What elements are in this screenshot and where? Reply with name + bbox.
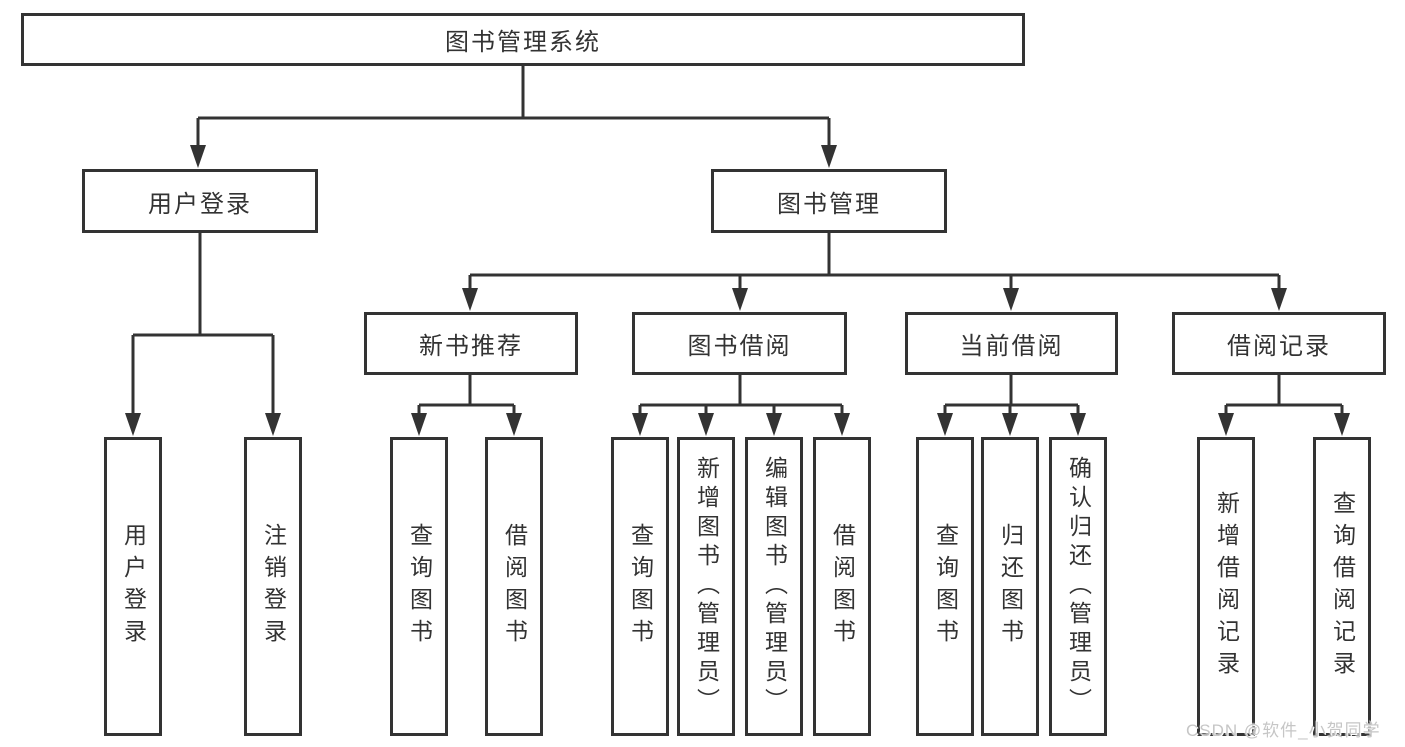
node-library-system-root: 图书管理系统 (21, 13, 1025, 66)
node-add-borrow-record: 新增借阅记录 (1197, 437, 1255, 736)
connector-recommend-to-leaves (411, 375, 522, 436)
connector-login-to-leaves (125, 233, 281, 436)
node-book-management: 图书管理 (711, 169, 947, 233)
node-query-borrow-record: 查询借阅记录 (1313, 437, 1371, 736)
arrowhead (462, 288, 478, 311)
arrowhead (632, 413, 648, 436)
connector-borrow-to-leaves (632, 375, 850, 436)
arrowhead (190, 145, 206, 168)
arrowhead (1218, 413, 1234, 436)
connector-records-to-leaves (1218, 375, 1350, 436)
node-borrow-records: 借阅记录 (1172, 312, 1386, 375)
node-return-books: 归还图书 (981, 437, 1039, 736)
arrowhead (698, 413, 714, 436)
arrowhead (766, 413, 782, 436)
connector-current-to-leaves (937, 375, 1086, 436)
node-user-login-leaf: 用户登录 (104, 437, 162, 736)
arrowhead (821, 145, 837, 168)
arrowhead (1334, 413, 1350, 436)
arrowhead (1070, 413, 1086, 436)
connector-root-to-level2 (190, 66, 837, 168)
csdn-watermark: CSDN @软件_小贺同学 (1186, 721, 1381, 740)
connector-mgmt-to-level3 (462, 233, 1287, 311)
node-book-borrow: 图书借阅 (632, 312, 847, 375)
node-confirm-return-admin: 确认归还（管理员） (1049, 437, 1107, 736)
node-query-books-recommend: 查询图书 (390, 437, 448, 736)
arrowhead (506, 413, 522, 436)
arrowhead (834, 413, 850, 436)
node-edit-books-admin: 编辑图书（管理员） (745, 437, 803, 736)
arrowhead (1003, 288, 1019, 311)
node-new-book-recommend: 新书推荐 (364, 312, 578, 375)
node-query-books-borrow: 查询图书 (611, 437, 669, 736)
node-user-login: 用户登录 (82, 169, 318, 233)
arrowhead (265, 413, 281, 436)
node-add-books-admin: 新增图书（管理员） (677, 437, 735, 736)
node-query-books-current: 查询图书 (916, 437, 974, 736)
arrowhead (937, 413, 953, 436)
arrowhead (411, 413, 427, 436)
arrowhead (125, 413, 141, 436)
arrowhead (1271, 288, 1287, 311)
arrowhead (732, 288, 748, 311)
arrowhead (1002, 413, 1018, 436)
node-logout: 注销登录 (244, 437, 302, 736)
node-current-borrow: 当前借阅 (905, 312, 1118, 375)
node-borrow-books-recommend: 借阅图书 (485, 437, 543, 736)
node-borrow-books-leaf: 借阅图书 (813, 437, 871, 736)
